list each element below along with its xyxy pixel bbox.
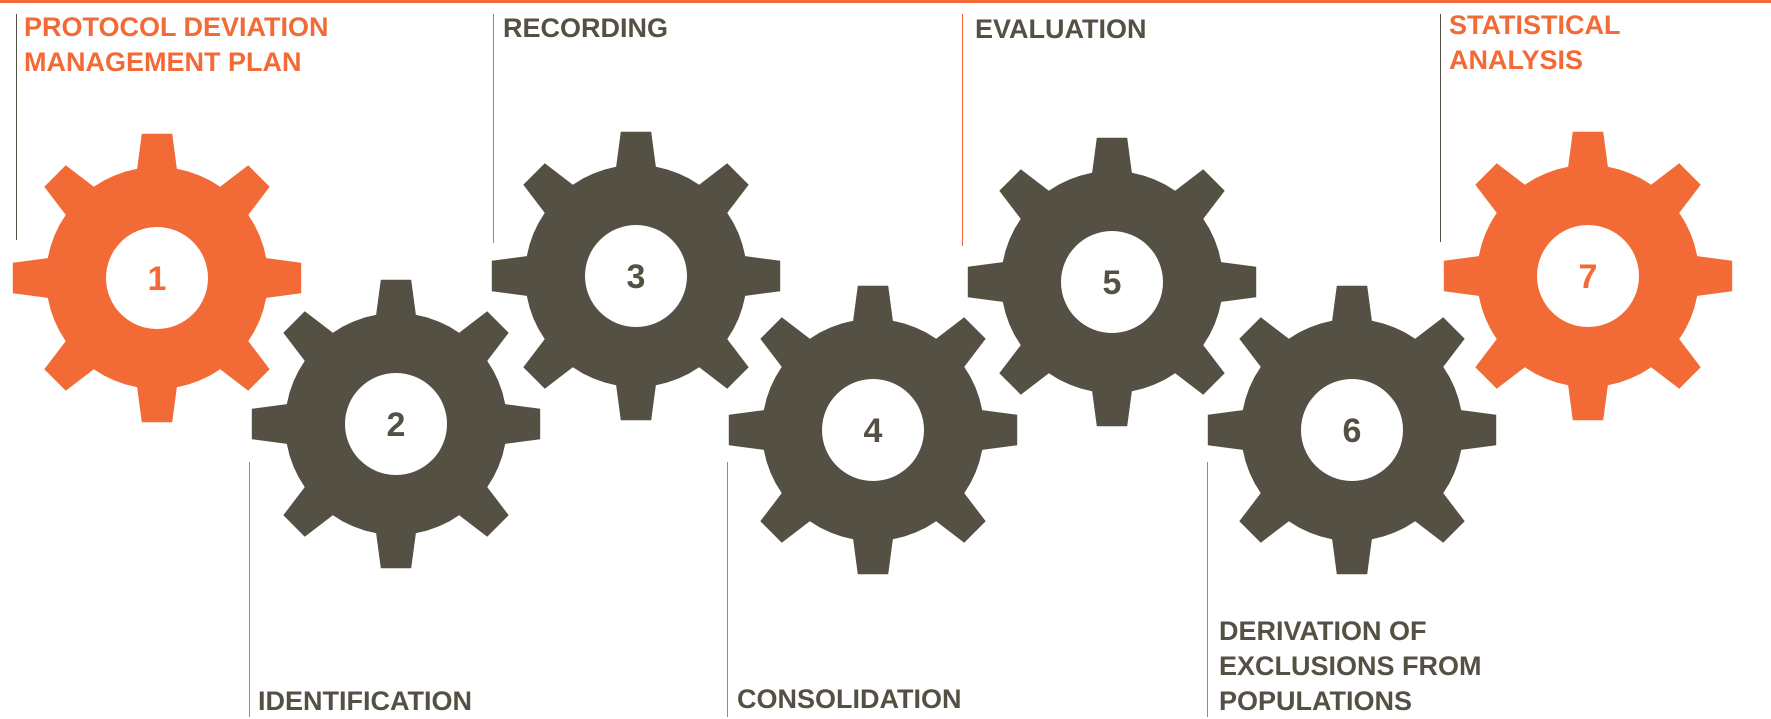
gear-icon: 5 — [967, 137, 1257, 427]
step-number: 2 — [387, 406, 406, 444]
gear-center — [1061, 231, 1163, 333]
step-5-gear: 5 — [967, 137, 1257, 427]
step-number: 6 — [1343, 412, 1362, 450]
top-rule — [0, 0, 1771, 3]
step-3-connector-line — [493, 14, 494, 243]
gear-icon: 2 — [251, 279, 541, 569]
step-number: 1 — [148, 260, 167, 298]
step-4-connector-line — [727, 462, 728, 717]
step-2-label: IDENTIFICATION — [258, 686, 472, 716]
step-1-connector-line — [16, 14, 17, 240]
gear-center — [106, 227, 208, 329]
gear-center — [822, 379, 924, 481]
gear-icon: 4 — [728, 285, 1018, 575]
gear-icon: 1 — [12, 133, 302, 423]
gear-center — [1537, 225, 1639, 327]
step-3-gear: 3 — [491, 131, 781, 421]
step-3-label: RECORDING — [503, 13, 669, 43]
step-6-label: DERIVATION OF EXCLUSIONS FROM POPULATION… — [1219, 616, 1482, 716]
step-7-gear: 7 — [1443, 131, 1733, 421]
step-7-label: STATISTICAL ANALYSIS — [1449, 10, 1621, 75]
step-4-gear: 4 — [728, 285, 1018, 575]
step-1-gear: 1 — [12, 133, 302, 423]
step-5-label: EVALUATION — [975, 14, 1147, 44]
step-2-gear: 2 — [251, 279, 541, 569]
step-6-connector-line — [1207, 462, 1208, 717]
step-number: 5 — [1103, 264, 1122, 302]
step-5-connector-line — [962, 14, 963, 246]
step-number: 3 — [627, 258, 646, 296]
gear-center — [345, 373, 447, 475]
step-number: 4 — [864, 412, 883, 450]
step-number: 7 — [1579, 258, 1598, 296]
gear-icon: 6 — [1207, 285, 1497, 575]
gear-icon: 7 — [1443, 131, 1733, 421]
step-4-label: CONSOLIDATION — [737, 684, 962, 714]
gear-center — [585, 225, 687, 327]
step-1-label: PROTOCOL DEVIATION MANAGEMENT PLAN — [24, 12, 329, 77]
gear-center — [1301, 379, 1403, 481]
gear-icon: 3 — [491, 131, 781, 421]
step-6-gear: 6 — [1207, 285, 1497, 575]
step-7-connector-line — [1440, 14, 1441, 242]
step-2-connector-line — [249, 462, 250, 717]
